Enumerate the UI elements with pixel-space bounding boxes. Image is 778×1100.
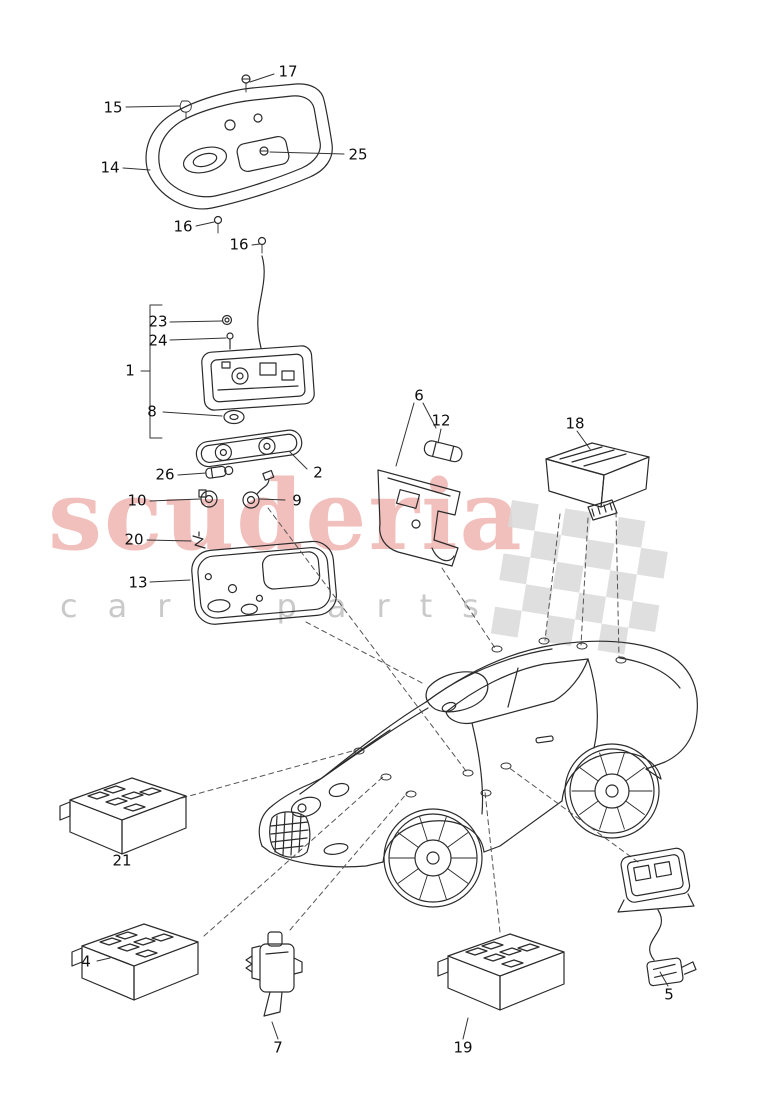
harness-5-drawing	[617, 847, 697, 987]
front-wheel	[383, 808, 483, 908]
switch-7-drawing	[245, 931, 303, 1017]
location-lines	[181, 507, 639, 937]
callout-19: 19	[453, 1038, 473, 1057]
callout-2: 2	[313, 463, 323, 482]
lamp-bracket-drawing	[377, 440, 463, 567]
watermark-scuderia-text: scuderia	[48, 459, 524, 572]
callout-25: 25	[348, 145, 368, 164]
switch-21-drawing	[59, 777, 187, 855]
callout-16b: 16	[229, 235, 249, 254]
trim-plate-drawing	[191, 540, 337, 625]
callout-13: 13	[128, 573, 148, 592]
callout-17: 17	[278, 62, 298, 81]
callout-5: 5	[664, 985, 674, 1004]
console-fasteners-drawing	[179, 74, 269, 254]
rear-wheel	[564, 743, 660, 839]
car-silhouette	[258, 640, 698, 908]
callout-4: 4	[81, 952, 91, 971]
callout-16a: 16	[173, 217, 193, 236]
watermark-car-parts-text: car parts	[60, 587, 509, 625]
callout-26: 26	[155, 465, 175, 484]
callout-23: 23	[148, 312, 168, 331]
checkered-flag	[490, 500, 668, 655]
callout-6: 6	[414, 386, 424, 405]
callout-1: 1	[125, 361, 135, 380]
callout-21: 21	[112, 851, 132, 870]
callout-12: 12	[431, 411, 451, 430]
overhead-console-drawing	[145, 83, 333, 349]
callout-10: 10	[127, 491, 147, 510]
callout-7: 7	[273, 1038, 283, 1057]
callout-18: 18	[565, 414, 585, 433]
reading-light-unit-drawing	[201, 314, 315, 425]
callout-24: 24	[148, 331, 168, 350]
switch-19-drawing	[437, 933, 565, 1011]
switch-4-drawing	[71, 923, 199, 1001]
callout-leader-lines	[96, 73, 669, 1040]
callout-8: 8	[147, 402, 157, 421]
callout-14: 14	[100, 158, 120, 177]
roof-module-drawing	[545, 442, 650, 521]
callout-15: 15	[103, 98, 123, 117]
lens-and-bulb-drawing	[192, 429, 303, 549]
callout-20: 20	[124, 530, 144, 549]
callout-9: 9	[292, 491, 302, 510]
